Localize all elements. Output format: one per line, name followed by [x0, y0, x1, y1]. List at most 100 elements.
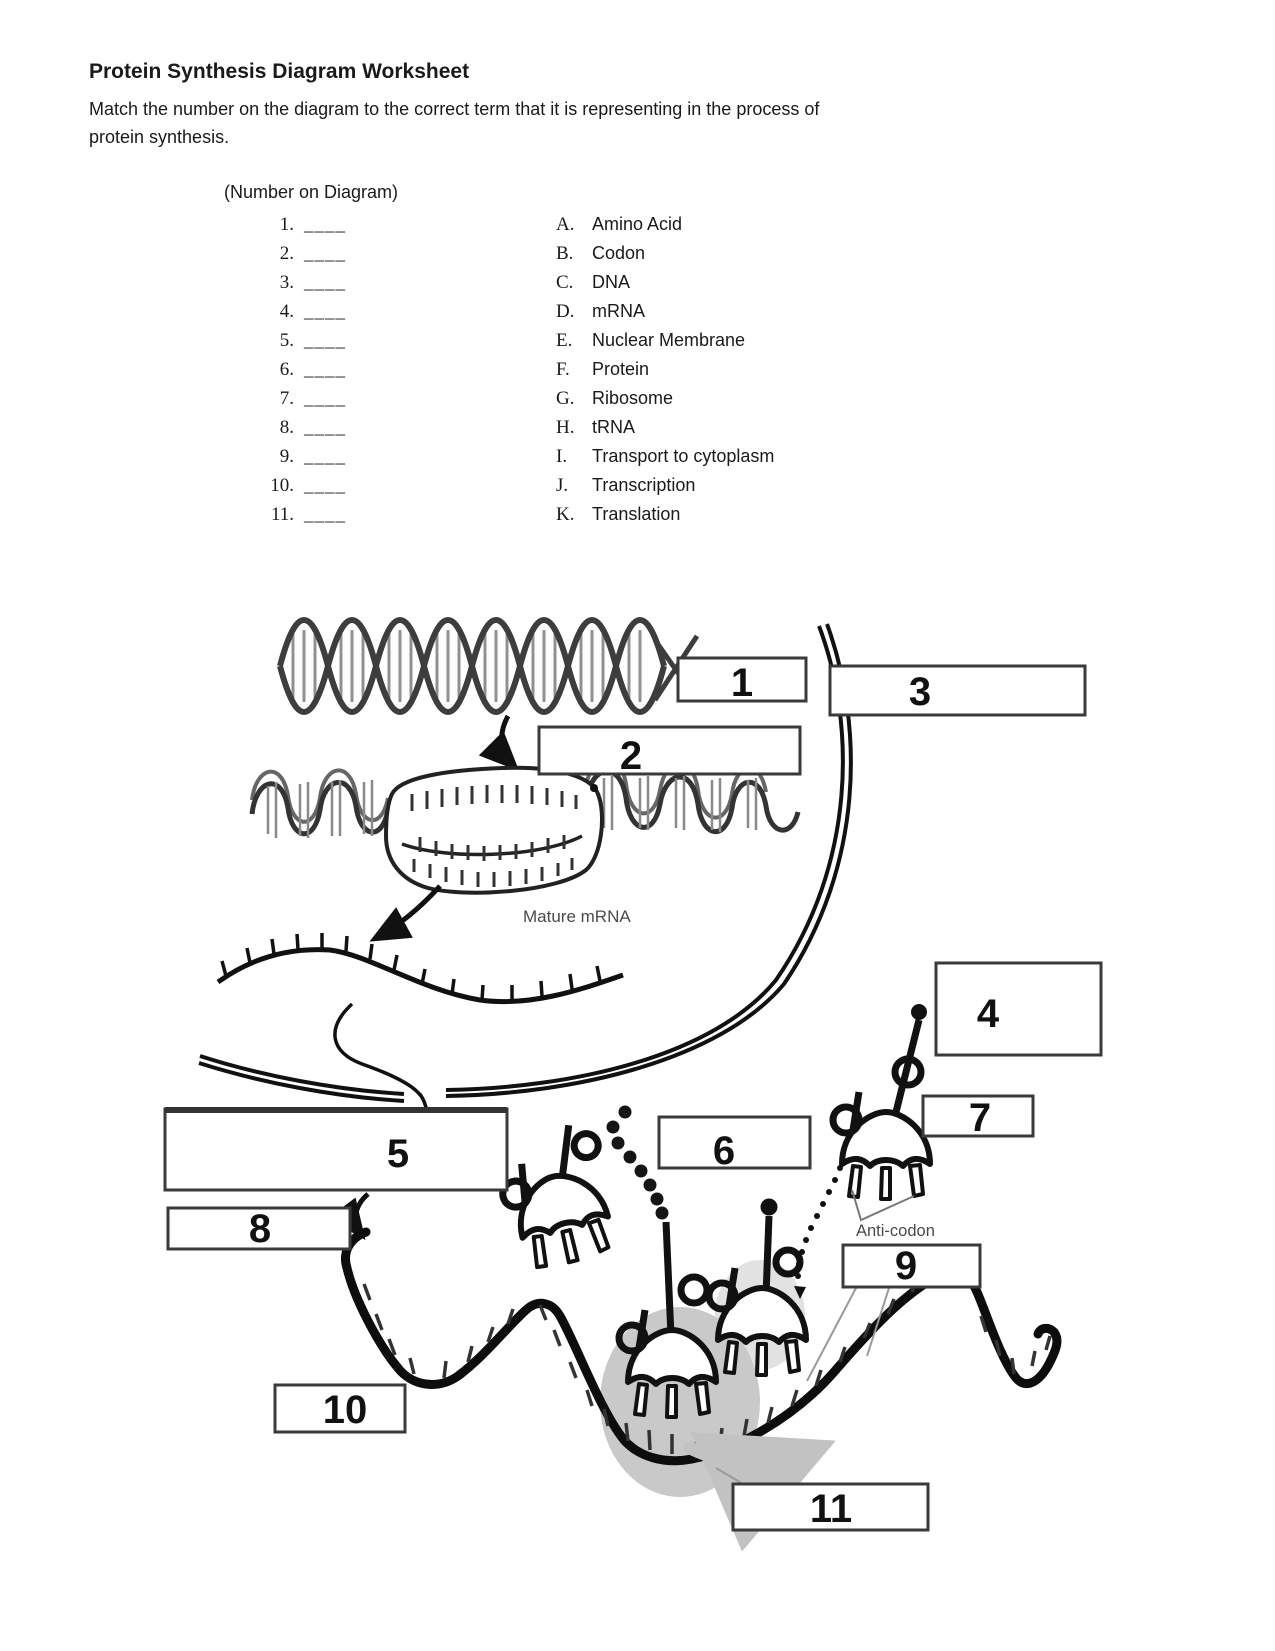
answer-blank-7[interactable]: ____: [304, 388, 346, 409]
anti-codon-label: Anti-codon: [856, 1222, 935, 1240]
number-label: 4.: [279, 301, 294, 322]
term-letter: F.: [556, 359, 570, 380]
term-item-g: G. Ribosome: [556, 384, 774, 413]
number-label: 6.: [279, 359, 294, 380]
instructions: Match the number on the diagram to the c…: [89, 95, 1039, 151]
term-item-i: I. Transport to cytoplasm: [556, 442, 774, 471]
answer-box-5[interactable]: [163, 1107, 509, 1192]
answer-box-2-number: 2: [620, 734, 642, 778]
answer-box-8-number: 8: [249, 1207, 271, 1251]
term-text: Amino Acid: [592, 214, 683, 234]
term-item-e: E. Nuclear Membrane: [556, 326, 774, 355]
page-title: Protein Synthesis Diagram Worksheet: [89, 60, 470, 83]
number-item-10: 10. ____: [258, 471, 346, 500]
amino-acid-ball: [911, 1004, 927, 1020]
trna-path-dotted-arrow: [794, 1165, 843, 1299]
answer-box-6[interactable]: [657, 1115, 812, 1170]
term-text: Transport to cytoplasm: [592, 446, 775, 466]
term-item-h: H. tRNA: [556, 413, 774, 442]
instructions-line-1: Match the number on the diagram to the c…: [89, 99, 820, 119]
answer-box-7-number: 7: [969, 1096, 991, 1140]
answer-blank-3[interactable]: ____: [304, 272, 346, 293]
nuclear-membrane: [198, 623, 853, 1103]
answer-blank-1[interactable]: ____: [304, 214, 346, 235]
number-label: 2.: [279, 243, 294, 264]
number-item-5: 5. ____: [258, 326, 346, 355]
terms-list: A.Amino Acid B.Codon C.DNA D.mRNA E.Nucl…: [556, 210, 774, 529]
term-text: Ribosome: [592, 388, 674, 408]
term-item-k: K.Translation: [556, 500, 774, 529]
number-label: 8.: [279, 417, 294, 438]
instructions-line-2: protein synthesis.: [89, 127, 230, 147]
answer-box-3-number: 3: [909, 670, 931, 714]
term-letter: I.: [556, 446, 568, 467]
answer-box-11-number: 11: [810, 1487, 852, 1531]
term-text: tRNA: [592, 417, 636, 437]
answer-box-2[interactable]: [537, 725, 802, 776]
answer-blank-11[interactable]: ____: [304, 504, 346, 525]
answer-box-11[interactable]: [731, 1482, 930, 1532]
answer-blank-10[interactable]: ____: [304, 475, 346, 496]
answer-box-10[interactable]: [273, 1383, 407, 1434]
number-label: 1.: [279, 214, 294, 235]
term-text: Translation: [592, 504, 681, 524]
answer-blank-9[interactable]: ____: [304, 446, 346, 467]
processing-arrow: [369, 884, 442, 942]
answer-blank-8[interactable]: ____: [304, 417, 346, 438]
numbers-list: 1. ____ 2. ____ 3.____ 4. ____ 5. ____ 6. ___…: [258, 210, 346, 529]
term-item-b: B. Codon: [556, 239, 774, 268]
answer-box-9[interactable]: [841, 1243, 982, 1289]
answer-box-9-number: 9: [895, 1244, 917, 1288]
number-item-8: 8. ____: [258, 413, 346, 442]
number-item-6: 6. ____: [258, 355, 346, 384]
term-letter: J.: [556, 475, 569, 496]
amino-acid-chain: [606, 1105, 669, 1220]
number-item-1: 1. ____: [258, 210, 346, 239]
answer-box-1[interactable]: [676, 656, 808, 703]
answer-blank-4[interactable]: ____: [304, 301, 346, 322]
number-item-3: 3.____: [258, 268, 346, 297]
transcription-arrow: [478, 714, 520, 772]
term-letter: G.: [556, 388, 575, 409]
answer-box-3[interactable]: [828, 664, 1087, 717]
mature-mrna-label: Mature mRNA: [523, 907, 631, 926]
term-letter: E.: [556, 330, 573, 351]
anti-codon-pointer: [851, 1189, 915, 1222]
term-letter: A.: [556, 214, 575, 235]
term-text: Protein: [592, 359, 650, 379]
term-letter: D.: [556, 301, 575, 322]
term-letter: H.: [556, 417, 575, 438]
numbers-heading: (Number on Diagram): [224, 182, 399, 202]
answer-box-6-number: 6: [713, 1129, 735, 1173]
trna-icon-top-right: [833, 1004, 930, 1199]
trna-icon-free: [490, 1124, 624, 1273]
answer-blank-2[interactable]: ____: [304, 243, 346, 264]
transcription-bubble: [383, 765, 604, 895]
term-text: Codon: [592, 243, 646, 263]
number-label: 11.: [270, 504, 294, 525]
translation-direction-arrow: [683, 1432, 836, 1552]
term-item-d: D.mRNA: [556, 297, 774, 326]
answer-box-1-number: 1: [731, 661, 753, 705]
term-text: Nuclear Membrane: [592, 330, 746, 350]
dna-double-helix: [277, 617, 700, 715]
answer-box-4[interactable]: [934, 961, 1103, 1057]
answer-box-7[interactable]: [921, 1094, 1035, 1138]
term-letter: C.: [556, 272, 574, 293]
answer-blank-5[interactable]: ____: [304, 330, 346, 351]
number-label: 5.: [279, 330, 294, 351]
number-item-11: 11. ____: [258, 500, 346, 529]
answer-box-8[interactable]: [166, 1206, 352, 1251]
number-label: 7.: [279, 388, 294, 409]
amino-acid-ball: [760, 1198, 778, 1216]
term-item-j: J.Transcription: [556, 471, 774, 500]
answer-box-10-number: 10: [323, 1388, 368, 1432]
term-letter: B.: [556, 243, 574, 264]
term-item-a: A. Amino Acid: [556, 210, 774, 239]
answer-blank-6[interactable]: ____: [304, 359, 346, 380]
number-item-2: 2. ____: [258, 239, 346, 268]
number-label: 10.: [270, 475, 294, 496]
number-item-9: 9.____: [258, 442, 346, 471]
